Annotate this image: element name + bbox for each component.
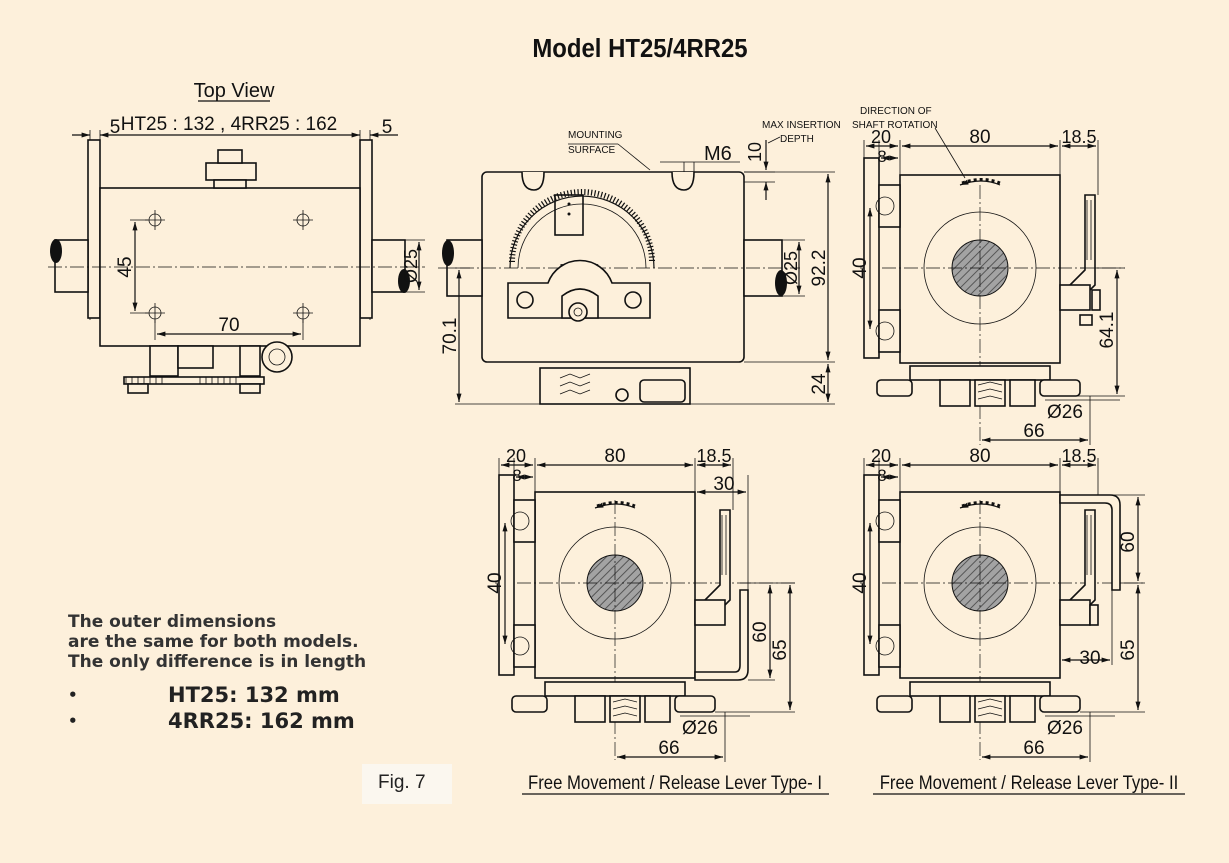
lever1-caption: Free Movement / Release Lever Type- I xyxy=(528,772,822,793)
note-bullet-4rr25-text: 4RR25: 162 mm xyxy=(168,709,355,733)
side-offset-left: 20 xyxy=(871,127,891,147)
side-offset-small: 8 xyxy=(877,147,886,166)
note-bullet-ht25-text: HT25: 132 mm xyxy=(168,683,340,707)
lever1-offset-right: 18.5 xyxy=(696,446,731,466)
lever1-dia: Ø26 xyxy=(682,718,718,739)
dimension-note: The outer dimensions are the same for bo… xyxy=(68,612,398,734)
side-base: 66 xyxy=(1023,421,1044,442)
lever1-offset-small: 8 xyxy=(512,466,521,485)
front-view-base-height: 24 xyxy=(809,373,830,395)
mounting-surface-label-2: SURFACE xyxy=(568,145,616,156)
lever1-offset-left: 20 xyxy=(506,446,526,466)
side-dia: Ø26 xyxy=(1047,402,1083,423)
lever2-offset-left: 20 xyxy=(871,446,891,466)
lever2-base: 66 xyxy=(1023,738,1044,759)
side-offset-right: 18.5 xyxy=(1061,127,1096,147)
lever1-width: 80 xyxy=(604,446,625,467)
bullet-dot: • xyxy=(68,712,78,730)
drawing-title: Model HT25/4RR25 xyxy=(532,34,747,63)
top-view-left-margin: 5 xyxy=(110,117,121,138)
lever-type-2-view: 20 8 80 18.5 40 60 30 65 Ø26 66 Free Mov… xyxy=(850,446,1185,795)
top-view: Top View HT25 : 132 , 4RR25 : 162 5 5 xyxy=(48,80,425,394)
max-insertion-label-1: MAX INSERTION xyxy=(762,120,841,131)
note-line-1: The outer dimensions xyxy=(68,612,277,632)
rotation-label-2: SHAFT ROTATION xyxy=(852,120,938,131)
top-view-right-margin: 5 xyxy=(382,117,393,138)
lever1-base: 66 xyxy=(658,738,679,759)
lever2-offset-small: 8 xyxy=(877,466,886,485)
lever2-lever: 30 xyxy=(1079,648,1100,669)
front-view-height: 92.2 xyxy=(809,250,830,287)
note-bullet-4rr25: • 4RR25: 162 mm xyxy=(68,708,398,734)
max-insertion-label-2: DEPTH xyxy=(780,134,814,145)
lever2-caption: Free Movement / Release Lever Type- II xyxy=(880,772,1179,793)
lever2-lever-height: 60 xyxy=(1118,531,1139,552)
side-view: DIRECTION OF SHAFT ROTATION 20 8 80 18.5… xyxy=(850,106,1125,445)
side-spacing: 40 xyxy=(850,257,871,278)
mounting-surface-label-1: MOUNTING xyxy=(568,130,623,141)
lever1-spacing: 40 xyxy=(485,572,506,593)
lever2-spacing: 40 xyxy=(850,572,871,593)
note-bullet-ht25: • HT25: 132 mm xyxy=(68,682,398,708)
lever2-dia: Ø26 xyxy=(1047,718,1083,739)
front-view-shaft-dia: Ø25 xyxy=(781,251,801,285)
top-view-heading: Top View xyxy=(194,80,275,102)
lever1-lever: 30 xyxy=(713,474,734,495)
lever2-height: 65 xyxy=(1118,639,1139,660)
top-view-hole-spacing-h: 70 xyxy=(218,315,239,336)
bullet-dot: • xyxy=(68,686,78,704)
figure-label: Fig. 7 xyxy=(378,772,426,793)
rotation-label-1: DIRECTION OF xyxy=(860,106,932,117)
lever-type-1-view: 20 8 80 18.5 30 40 60 65 Ø26 66 Free Mov… xyxy=(485,446,829,795)
top-view-length: HT25 : 132 , 4RR25 : 162 xyxy=(121,114,338,135)
lever2-width: 80 xyxy=(969,446,990,467)
note-line-3: The only difference is in length xyxy=(68,652,367,672)
lever2-offset-right: 18.5 xyxy=(1061,446,1096,466)
note-line-2: are the same for both models. xyxy=(68,632,359,652)
front-view: ■ GLI ■ ■■■ MOUNTING SURFACE M6 10 MAX I… xyxy=(438,120,841,405)
lever1-height: 65 xyxy=(770,639,791,660)
front-view-insertion-depth: 10 xyxy=(745,142,765,162)
lever1-lever-height: 60 xyxy=(750,621,771,642)
front-view-thread: M6 xyxy=(704,143,732,165)
top-view-hole-spacing-v: 45 xyxy=(115,256,136,277)
side-width: 80 xyxy=(969,127,990,148)
top-view-shaft-dia: Ø25 xyxy=(401,249,421,283)
side-height: 64.1 xyxy=(1097,312,1118,349)
figure-label-box: Fig. 7 xyxy=(362,764,452,804)
front-view-center-height: 70.1 xyxy=(440,318,461,355)
